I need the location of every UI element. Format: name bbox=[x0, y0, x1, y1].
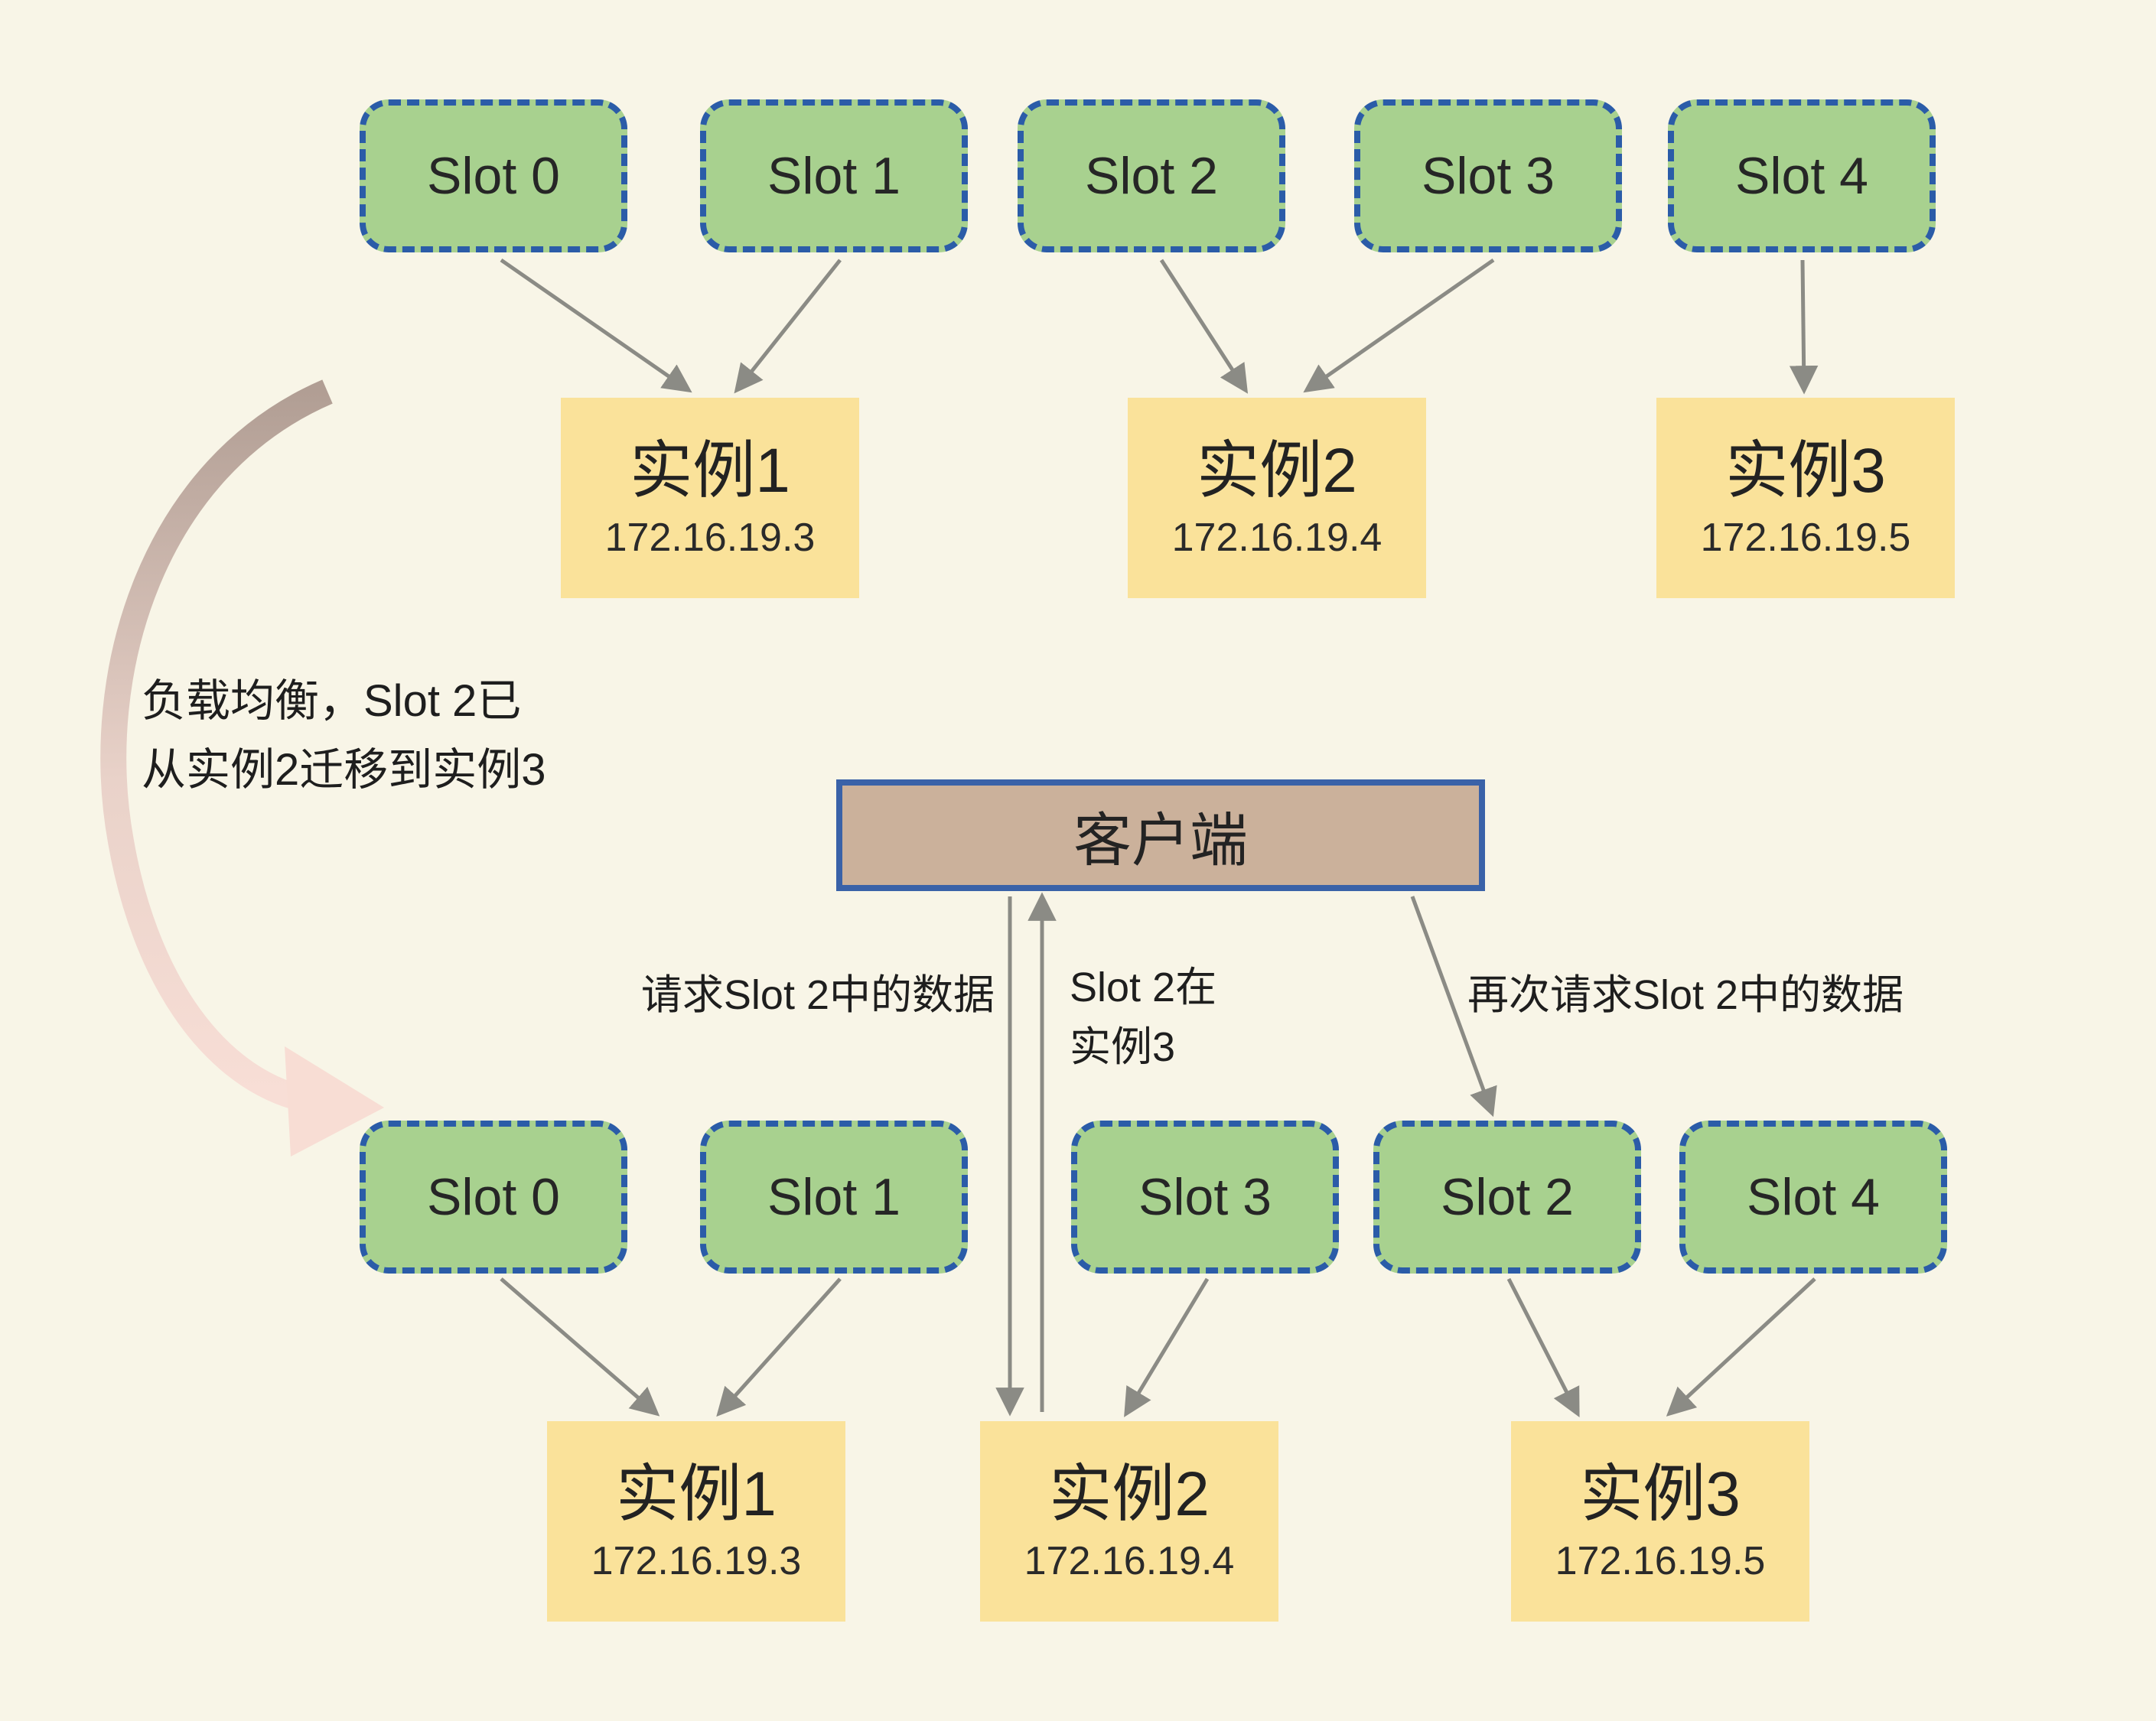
arrow-top-slot1-instance1 bbox=[734, 259, 842, 394]
bottom-slot-0-label: Slot 0 bbox=[427, 1168, 560, 1226]
bottom-instance-1: 实例1 172.16.19.3 bbox=[547, 1421, 845, 1622]
bottom-slot-1: Slot 1 bbox=[700, 1121, 968, 1274]
arrow-bottom-slot0-instance1 bbox=[500, 1277, 660, 1417]
arrow-top-slot0-instance1 bbox=[500, 258, 692, 393]
label-request-text: 请求Slot 2中的数据 bbox=[640, 972, 995, 1018]
top-slot-2: Slot 2 bbox=[1018, 99, 1285, 252]
label-retry-request: 再次请求Slot 2中的数据 bbox=[1467, 965, 1904, 1025]
bottom-slot-2-label: Slot 2 bbox=[1441, 1168, 1574, 1226]
top-slot-3-label: Slot 3 bbox=[1422, 147, 1555, 205]
migration-note-line2: 从实例2迁移到实例3 bbox=[142, 744, 546, 795]
top-slot-0: Slot 0 bbox=[360, 99, 627, 252]
arrow-bottom-slot3-instance2 bbox=[1124, 1277, 1210, 1417]
bottom-instance-3-ip: 172.16.19.5 bbox=[1555, 1539, 1766, 1584]
bottom-slot-2: Slot 2 bbox=[1373, 1121, 1641, 1274]
top-slot-2-label: Slot 2 bbox=[1085, 147, 1218, 205]
top-slot-1-label: Slot 1 bbox=[767, 147, 901, 205]
label-retry-text: 再次请求Slot 2中的数据 bbox=[1467, 972, 1904, 1018]
migration-note: 负载均衡，Slot 2已 从实例2迁移到实例3 bbox=[142, 667, 546, 805]
client-box: 客户端 bbox=[836, 779, 1485, 891]
top-instance-1-ip: 172.16.19.3 bbox=[604, 516, 816, 561]
top-instance-2-ip: 172.16.19.4 bbox=[1171, 516, 1383, 561]
bottom-instance-2-ip: 172.16.19.4 bbox=[1024, 1539, 1235, 1584]
top-instance-3-name: 实例3 bbox=[1725, 435, 1886, 506]
top-instance-2-name: 实例2 bbox=[1197, 435, 1357, 506]
top-slot-4-label: Slot 4 bbox=[1735, 147, 1868, 205]
top-instance-1-name: 实例1 bbox=[630, 435, 790, 506]
label-request-slot2-data: 请求Slot 2中的数据 bbox=[536, 965, 995, 1025]
label-moved-response: Slot 2在 实例3 bbox=[1070, 958, 1216, 1078]
top-slot-3: Slot 3 bbox=[1354, 99, 1622, 252]
client-label: 客户端 bbox=[1073, 808, 1248, 874]
arrow-bottom-slot1-instance1 bbox=[716, 1277, 842, 1417]
top-instance-3-ip: 172.16.19.5 bbox=[1700, 516, 1911, 561]
bottom-instance-3-name: 实例3 bbox=[1580, 1459, 1741, 1529]
label-moved-line2: 实例3 bbox=[1070, 1024, 1176, 1071]
bottom-slot-4: Slot 4 bbox=[1679, 1121, 1947, 1274]
arrow-top-slot3-instance2 bbox=[1303, 258, 1495, 393]
bottom-instance-2-name: 实例2 bbox=[1049, 1459, 1210, 1529]
arrow-top-slot2-instance2 bbox=[1159, 259, 1249, 394]
bottom-instance-3: 实例3 172.16.19.5 bbox=[1511, 1421, 1809, 1622]
bottom-instance-1-ip: 172.16.19.3 bbox=[591, 1539, 802, 1584]
label-moved-line1: Slot 2在 bbox=[1070, 965, 1217, 1010]
top-instance-3: 实例3 172.16.19.5 bbox=[1656, 398, 1955, 598]
arrow-bottom-slot2-instance3 bbox=[1506, 1277, 1580, 1418]
bottom-slot-4-label: Slot 4 bbox=[1747, 1168, 1880, 1226]
arrow-bottom-slot4-instance3 bbox=[1666, 1277, 1816, 1417]
top-instance-1: 实例1 172.16.19.3 bbox=[561, 398, 859, 598]
top-slot-1: Slot 1 bbox=[700, 99, 968, 252]
bottom-slot-0: Slot 0 bbox=[360, 1121, 627, 1274]
bottom-instance-1-name: 实例1 bbox=[616, 1459, 777, 1529]
top-slot-4: Slot 4 bbox=[1668, 99, 1936, 252]
bottom-slot-3: Slot 3 bbox=[1071, 1121, 1339, 1274]
top-slot-0-label: Slot 0 bbox=[427, 147, 560, 205]
bottom-slot-1-label: Slot 1 bbox=[767, 1168, 901, 1226]
bottom-slot-3-label: Slot 3 bbox=[1138, 1168, 1272, 1226]
migration-note-line1: 负载均衡，Slot 2已 bbox=[142, 676, 522, 726]
arrow-top-slot4-instance3 bbox=[1789, 259, 1819, 395]
top-instance-2: 实例2 172.16.19.4 bbox=[1128, 398, 1426, 598]
bottom-instance-2: 实例2 172.16.19.4 bbox=[980, 1421, 1278, 1622]
